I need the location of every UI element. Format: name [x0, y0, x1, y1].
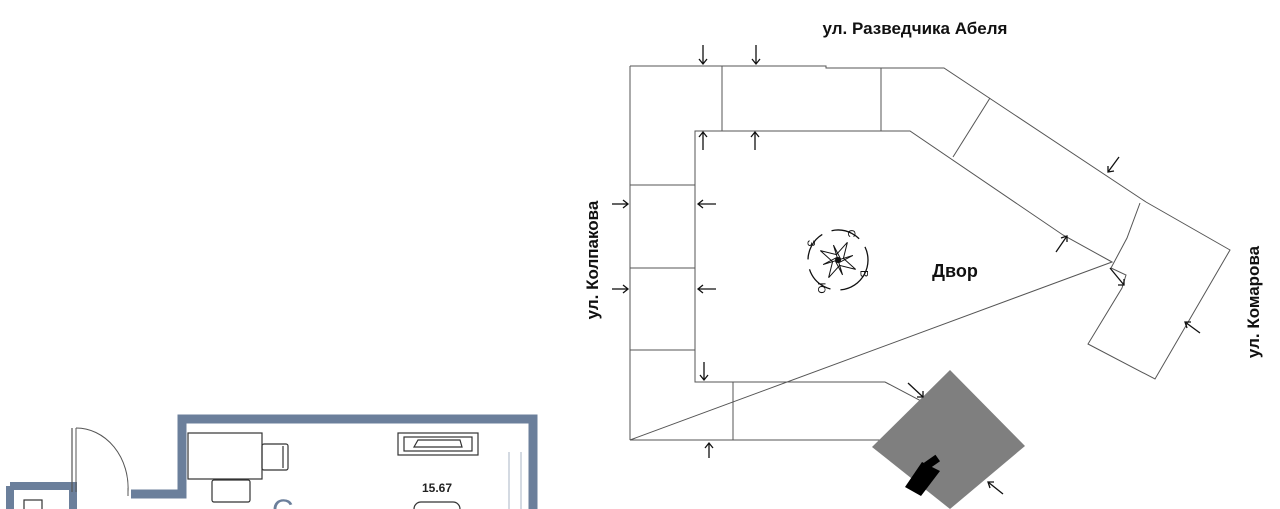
room-letter: С [272, 494, 294, 509]
arrow-icon [696, 199, 716, 209]
arrow-icon [612, 284, 630, 294]
arrow-icon [1107, 156, 1120, 173]
entrance-door [71, 427, 129, 496]
room-area-label: 15.67 [422, 481, 452, 495]
arrow-icon [987, 481, 1004, 495]
apartment-wall [6, 482, 77, 509]
compass-south: Ю [815, 282, 827, 293]
arrow-icon [907, 382, 924, 398]
arrow-icon [696, 284, 716, 294]
desk-furniture [187, 432, 289, 503]
arrow-icon [698, 130, 708, 150]
bath-fixture [23, 499, 43, 509]
arrow-icon [704, 441, 714, 458]
section-divider [952, 97, 991, 158]
arrow-icon [612, 199, 630, 209]
street-north-label: ул. Разведчика Абеля [823, 19, 1008, 38]
compass-east: В [857, 270, 869, 277]
apartment-outer-wall [131, 414, 538, 509]
compass-icon: С В Ю З [805, 229, 869, 294]
compass-west: З [805, 240, 817, 247]
building-outline [629, 65, 1231, 441]
street-east-label: ул. Комарова [1244, 245, 1263, 358]
arrow-icon [1055, 235, 1068, 253]
arrow-icon [699, 362, 709, 382]
sink-icon [413, 501, 461, 509]
building-inner-contour [629, 130, 1114, 441]
courtyard-label: Двор [932, 261, 978, 281]
stove-icon [397, 432, 479, 456]
selected-building-entrance [905, 462, 940, 496]
arrow-icon [698, 45, 708, 66]
entrance-arrows [612, 45, 1201, 495]
arrow-icon [1184, 321, 1201, 334]
compass-north: С [845, 230, 857, 238]
building-outer-contour [630, 65, 1231, 380]
arrow-icon [751, 45, 761, 66]
selected-building [872, 370, 1025, 509]
apartment-plan: 15.67 С [6, 414, 538, 509]
arrow-icon [750, 130, 760, 150]
street-west-label: ул. Колпакова [583, 200, 602, 319]
arrow-icon [1109, 267, 1125, 286]
